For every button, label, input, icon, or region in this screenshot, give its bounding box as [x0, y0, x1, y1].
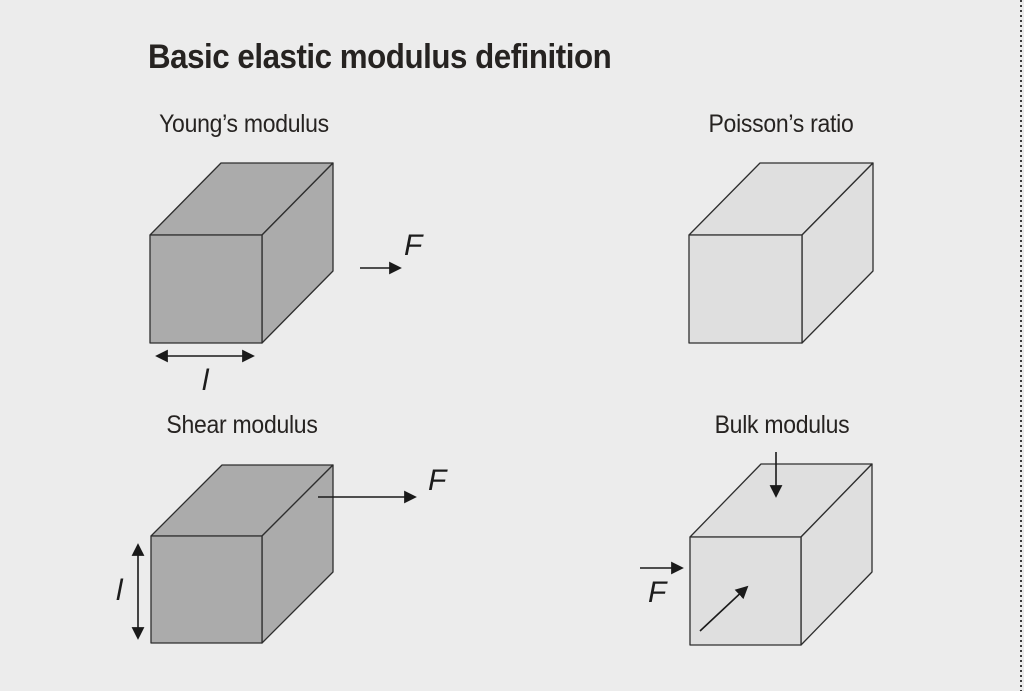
poissons-ratio-label: Poisson’s ratio [708, 110, 854, 138]
bulk-modulus-diagram: F [640, 452, 873, 646]
length-label: l [116, 574, 124, 607]
force-label: F [428, 464, 448, 497]
force-label: F [648, 576, 668, 609]
front-pressure-arrow-icon [699, 585, 749, 632]
figure-title: Basic elastic modulus definition [148, 38, 612, 76]
page-trim-dotted-line [1020, 0, 1022, 691]
cube-dark-icon [149, 162, 334, 344]
poissons-ratio-diagram [688, 162, 874, 344]
shear-modulus-diagram: F l [116, 464, 448, 644]
force-label: F [404, 229, 424, 262]
cube-dark-icon [150, 464, 334, 644]
cube-light-icon [689, 463, 873, 646]
length-label: l [202, 364, 210, 397]
cube-light-icon [688, 162, 874, 344]
youngs-modulus-diagram: F l [149, 162, 424, 397]
shear-modulus-label: Shear modulus [166, 411, 318, 439]
bulk-modulus-label: Bulk modulus [714, 411, 850, 439]
youngs-modulus-label: Young’s modulus [159, 110, 329, 138]
